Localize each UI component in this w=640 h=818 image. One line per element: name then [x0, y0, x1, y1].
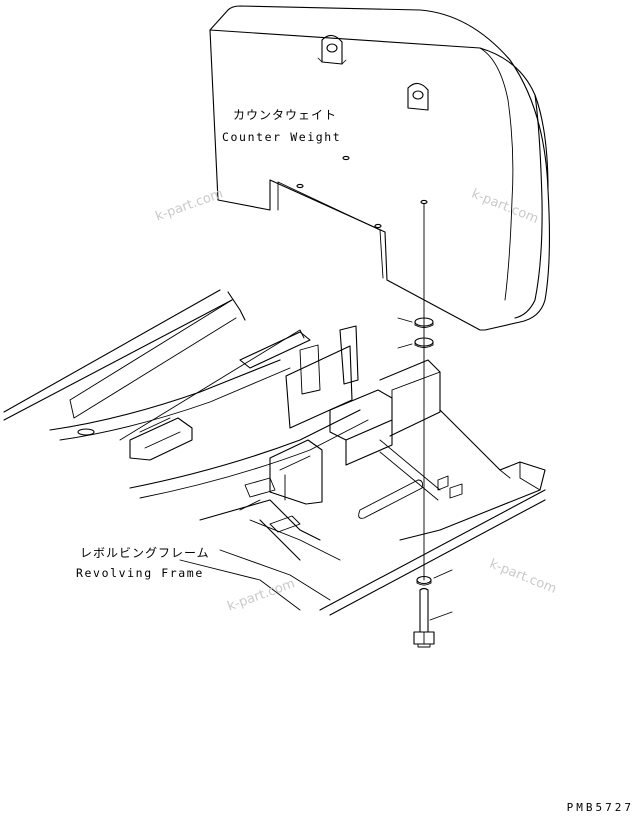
- revolving-frame-label-en: Revolving Frame: [76, 566, 204, 580]
- counter-weight: [209, 5, 551, 331]
- revolving-frame: [3, 289, 546, 616]
- revolving-frame-label-jp: レボルビングフレーム: [80, 546, 210, 560]
- bolt-assembly: [397, 203, 453, 648]
- counter-weight-label-jp: カウンタウェイト: [233, 108, 338, 122]
- drawing-code: PMB5727: [566, 801, 634, 814]
- counter-weight-label-en: Counter Weight: [222, 130, 342, 144]
